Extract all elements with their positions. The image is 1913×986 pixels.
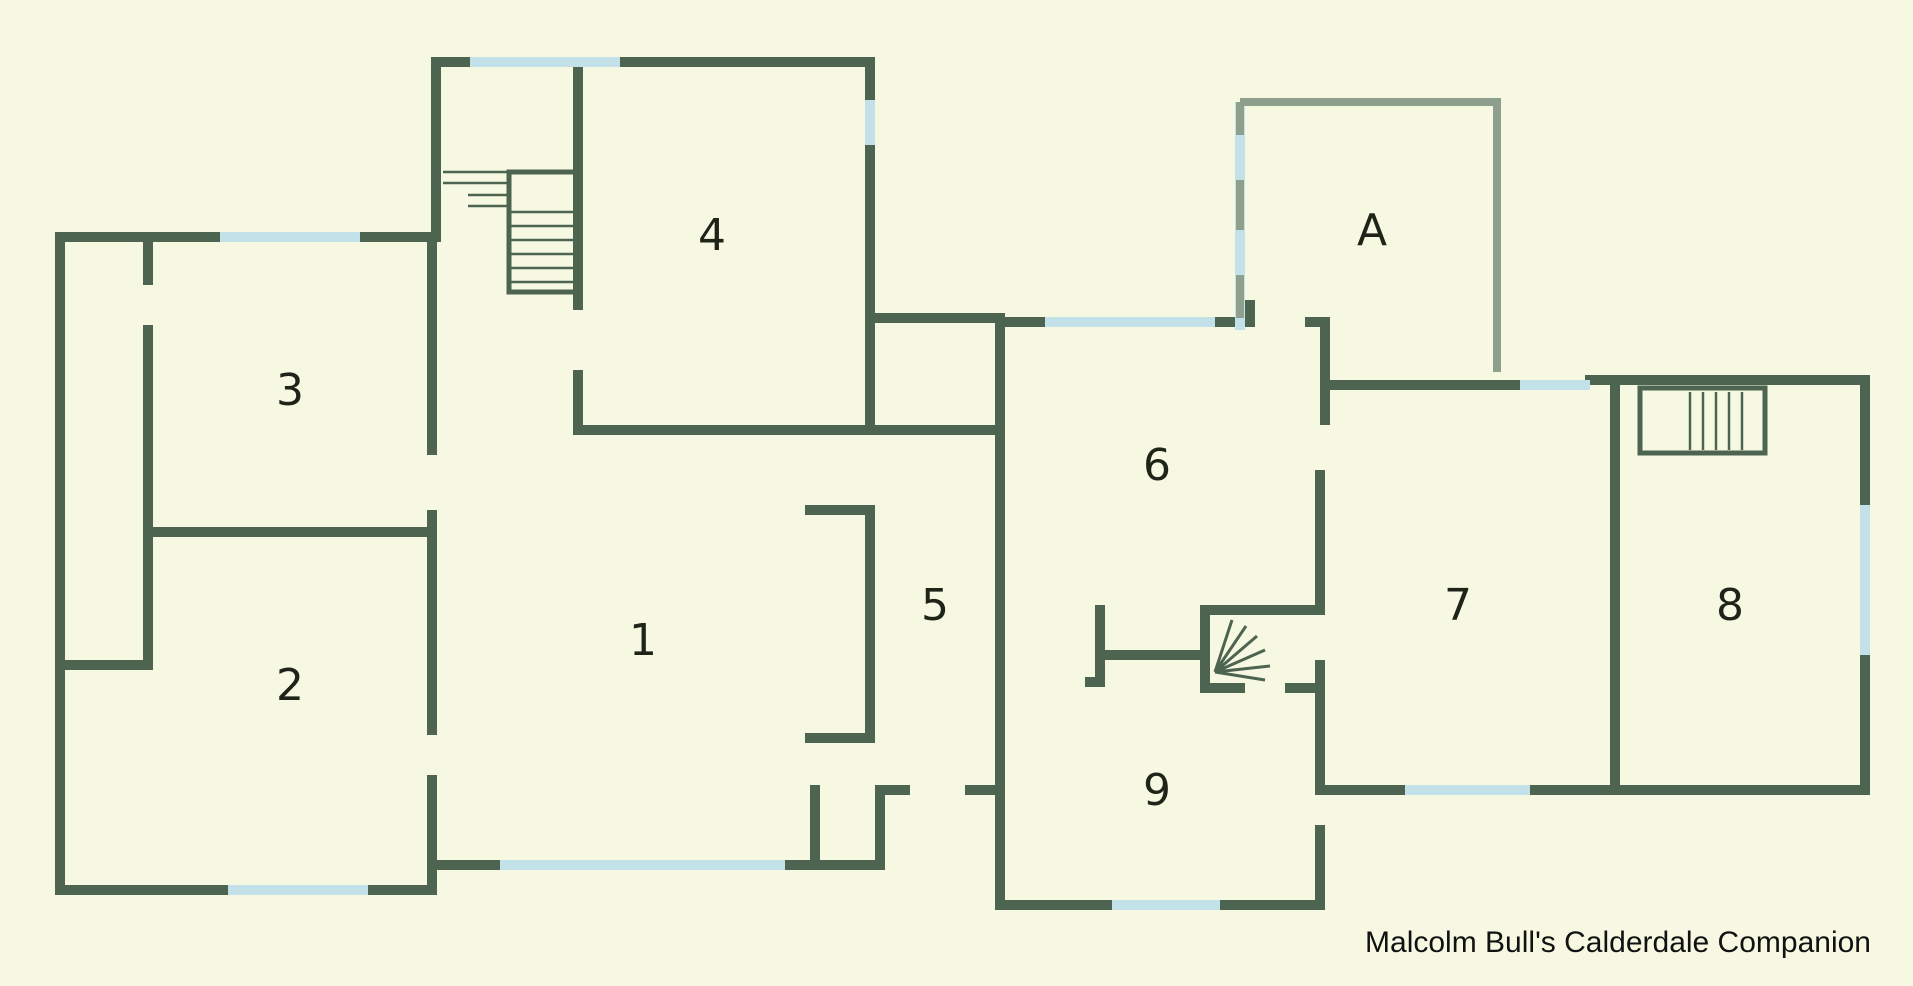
credit-text: Malcolm Bull's Calderdale Companion xyxy=(1365,926,1871,959)
room-label-9: 9 xyxy=(1143,765,1171,816)
staircase-west xyxy=(443,169,581,295)
room-label-8: 8 xyxy=(1716,580,1744,631)
room-labels: 1 2 3 4 5 6 7 8 9 A xyxy=(276,205,1744,816)
walls xyxy=(55,57,1870,910)
winder-stair xyxy=(1213,619,1271,682)
room-label-7: 7 xyxy=(1444,580,1472,631)
room-label-a: A xyxy=(1357,205,1387,256)
room-label-5: 5 xyxy=(921,580,949,631)
extension-a-walls xyxy=(1236,98,1501,372)
room-label-1: 1 xyxy=(629,615,657,666)
windows xyxy=(220,57,1870,910)
room-label-4: 4 xyxy=(698,210,726,261)
room-label-3: 3 xyxy=(276,365,304,416)
room-label-2: 2 xyxy=(276,660,304,711)
staircase-east xyxy=(1637,385,1768,456)
room-label-6: 6 xyxy=(1143,440,1171,491)
